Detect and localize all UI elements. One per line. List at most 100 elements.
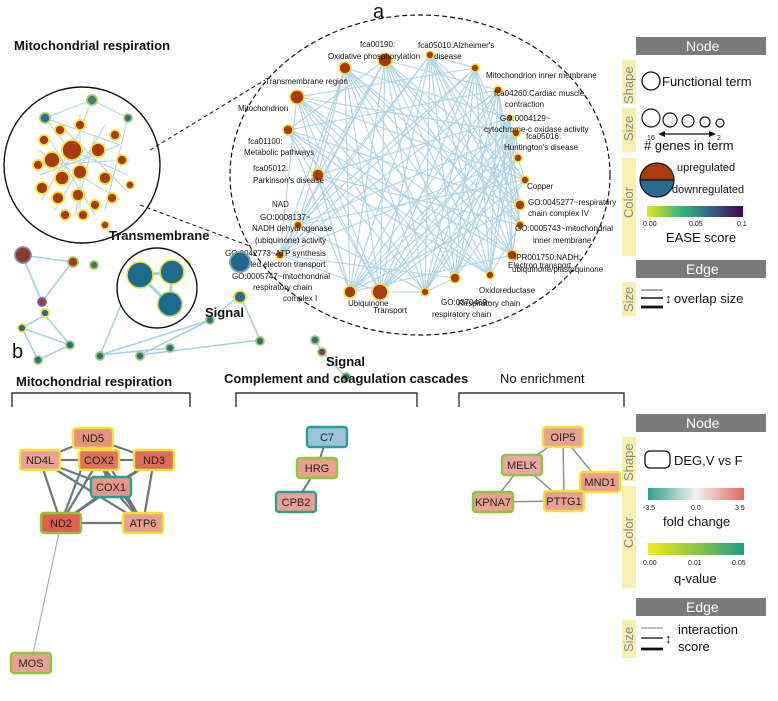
term-edge	[349, 204, 521, 293]
term-edge	[297, 179, 526, 226]
gene-label-oip5: OIP5	[550, 432, 575, 444]
term-label: ubiquinone/plastoquinone	[512, 265, 604, 274]
legend-a-edge-arrow: ↕	[665, 291, 672, 306]
transmembrane-cluster: Transmembrane Signal	[109, 228, 244, 329]
gene-label-c7: C7	[320, 432, 334, 444]
gene-node-kpna7	[471, 490, 515, 514]
gene-label-kpna7: KPNA7	[475, 497, 511, 509]
term-edge	[379, 157, 519, 293]
term-label: Mitochondrion	[238, 104, 288, 113]
term-node	[293, 220, 303, 230]
term-edge	[317, 174, 491, 276]
legend-a-ease-tick-1: 0.05	[689, 221, 703, 228]
gene-node-atp6	[121, 511, 165, 535]
term-node	[515, 220, 525, 230]
term-edge	[287, 89, 499, 131]
legend-b-q-tick-2: 0.05	[732, 560, 746, 567]
term-node	[338, 61, 352, 75]
term-node	[485, 270, 495, 280]
term-label: contraction	[505, 100, 544, 109]
legend-b-q-tick-0: 0.00	[643, 560, 657, 567]
term-edge	[454, 67, 476, 279]
term-edge	[349, 132, 517, 293]
term-edge	[287, 129, 491, 276]
term-label: Mitochondrion inner membrane	[486, 71, 597, 80]
legend-a-down-text: downregulated	[672, 184, 744, 196]
gene-node-hrg	[295, 456, 339, 480]
legend-b-q-tick-1: 0.01	[688, 560, 702, 567]
gene-label-mos: MOS	[18, 658, 43, 670]
gene-node-melk	[500, 453, 544, 477]
term-label: fca01100:	[248, 137, 283, 146]
term-edge	[287, 129, 521, 206]
gene-label-melk: MELK	[507, 460, 538, 472]
term-edge	[287, 129, 381, 293]
term-edge	[379, 67, 476, 293]
gene-node-nd3	[132, 448, 176, 472]
mito-cluster	[3, 86, 161, 244]
mito-title-b: Mitochondrial respiration	[16, 374, 172, 389]
term-label: complex I	[283, 294, 317, 303]
term-edge	[279, 67, 346, 256]
term-node	[311, 168, 325, 182]
term-node	[506, 249, 518, 261]
signal-title-b2: Complement and coagulation cascades	[224, 371, 468, 386]
term-label: Respiratory chain	[458, 299, 520, 308]
term-edge	[429, 54, 476, 69]
term-edge	[379, 89, 499, 293]
legend-b-fc-tick-1: 0.0	[691, 505, 701, 512]
transmembrane-title: Transmembrane	[109, 228, 209, 243]
term-edge	[317, 117, 511, 176]
term-edge	[474, 67, 513, 256]
legend-b-q-text: q-value	[674, 571, 717, 586]
term-edge	[349, 157, 519, 293]
term-node	[289, 89, 305, 105]
gene-label-cox2: COX2	[84, 455, 114, 467]
legend-b-color-side: Color	[621, 516, 636, 548]
legend-b: Node Shape DEG,V vs F Color -3.5 0.0 3.5…	[621, 414, 766, 658]
gene-node-mnd1	[578, 470, 622, 494]
term-node	[275, 250, 285, 260]
term-edge	[511, 204, 521, 256]
term-edge	[489, 224, 521, 276]
legend-a-shape-side: Shape	[621, 66, 636, 104]
term-label: fca04260:Cardiac muscle	[494, 89, 585, 98]
panel-b-letter: b	[12, 341, 23, 363]
gene-node-nd2	[39, 511, 83, 535]
term-label: coupled electron transport	[233, 260, 326, 269]
term-node	[513, 153, 523, 163]
term-edge	[474, 67, 521, 226]
term-node	[282, 124, 294, 136]
panel-a-letter: a	[373, 1, 385, 23]
term-label: GO:0045277~respiratory	[528, 198, 616, 207]
legend-a-shape-text: Functional term	[662, 74, 752, 89]
gene-label-nd2: ND2	[50, 518, 72, 530]
term-label: inner membrane	[533, 236, 592, 245]
term-edge	[489, 89, 499, 276]
term-node	[377, 52, 393, 68]
term-edge	[429, 54, 513, 256]
gene-label-cox1: COX1	[96, 482, 126, 494]
gene-node-pttg1	[542, 489, 586, 513]
legend-b-node-header: Node	[686, 415, 720, 431]
legend-a-edge-side: Size	[621, 287, 636, 312]
signal-title-a: Signal	[205, 305, 244, 320]
gene-label-hrg: HRG	[305, 463, 329, 475]
term-label: fca05012:	[253, 164, 288, 173]
term-edge	[454, 89, 499, 279]
term-node	[425, 50, 435, 60]
term-edge	[296, 96, 456, 279]
term-label: Electron transport	[508, 261, 572, 270]
legend-b-edge-arrow: ↕	[665, 631, 672, 646]
term-edge	[379, 117, 511, 293]
term-label: Transport	[373, 306, 408, 315]
legend-b-shape-text: DEG,V vs F	[674, 453, 743, 468]
gene-label-mnd1: MND1	[584, 477, 615, 489]
term-edge	[279, 254, 381, 293]
term-edge	[297, 132, 517, 226]
term-edge	[279, 96, 298, 256]
term-label: Oxidative phosphorylation	[328, 52, 420, 61]
term-label: chain complex IV	[528, 209, 590, 218]
noenrich-title: No enrichment	[500, 371, 585, 386]
term-label: GO:0042773~ATP synthesis	[225, 249, 326, 258]
